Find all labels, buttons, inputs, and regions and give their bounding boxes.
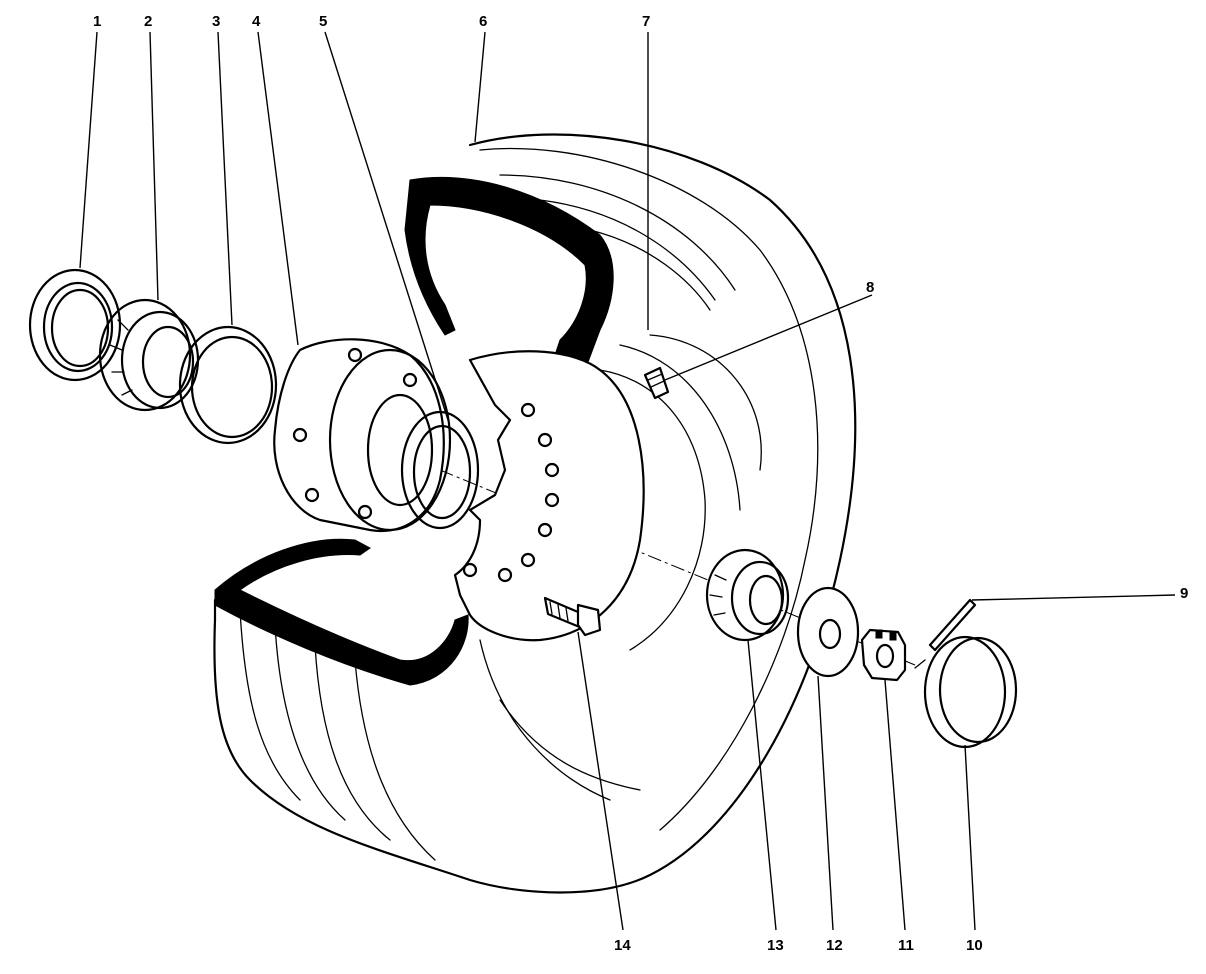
callout-9: 9 (1180, 585, 1188, 602)
callout-6: 6 (479, 13, 487, 30)
callout-8: 8 (866, 279, 874, 296)
roller-bearing-icon-inner (98, 298, 200, 412)
callout-11: 11 (898, 937, 914, 954)
callout-1: 1 (93, 13, 101, 30)
bearing-cup-icon (178, 325, 278, 445)
hub-cap-icon (923, 635, 1018, 749)
callout-5: 5 (319, 13, 327, 30)
grease-seal-icon (28, 268, 122, 382)
roller-bearing-icon-outer (705, 548, 790, 642)
hub-icon (273, 338, 480, 532)
callout-12: 12 (826, 937, 843, 954)
leader-lines (79, 31, 1176, 931)
callout-4: 4 (252, 13, 261, 30)
tire-icon (213, 133, 857, 894)
cotter-pin-icon (914, 598, 977, 669)
tire-section-bottom (214, 538, 469, 686)
washer-icon (796, 586, 860, 678)
wheel-rim-icon (453, 344, 741, 651)
callout-7: 7 (642, 13, 650, 30)
callout-2: 2 (144, 13, 152, 30)
callout-10: 10 (966, 937, 983, 954)
callout-3: 3 (212, 13, 220, 30)
castle-nut-icon (860, 628, 907, 682)
valve-stem-icon (643, 366, 670, 400)
tire-section-top (404, 177, 614, 371)
callout-13: 13 (767, 937, 784, 954)
bolt-icon (543, 596, 602, 637)
callout-14: 14 (614, 937, 631, 954)
